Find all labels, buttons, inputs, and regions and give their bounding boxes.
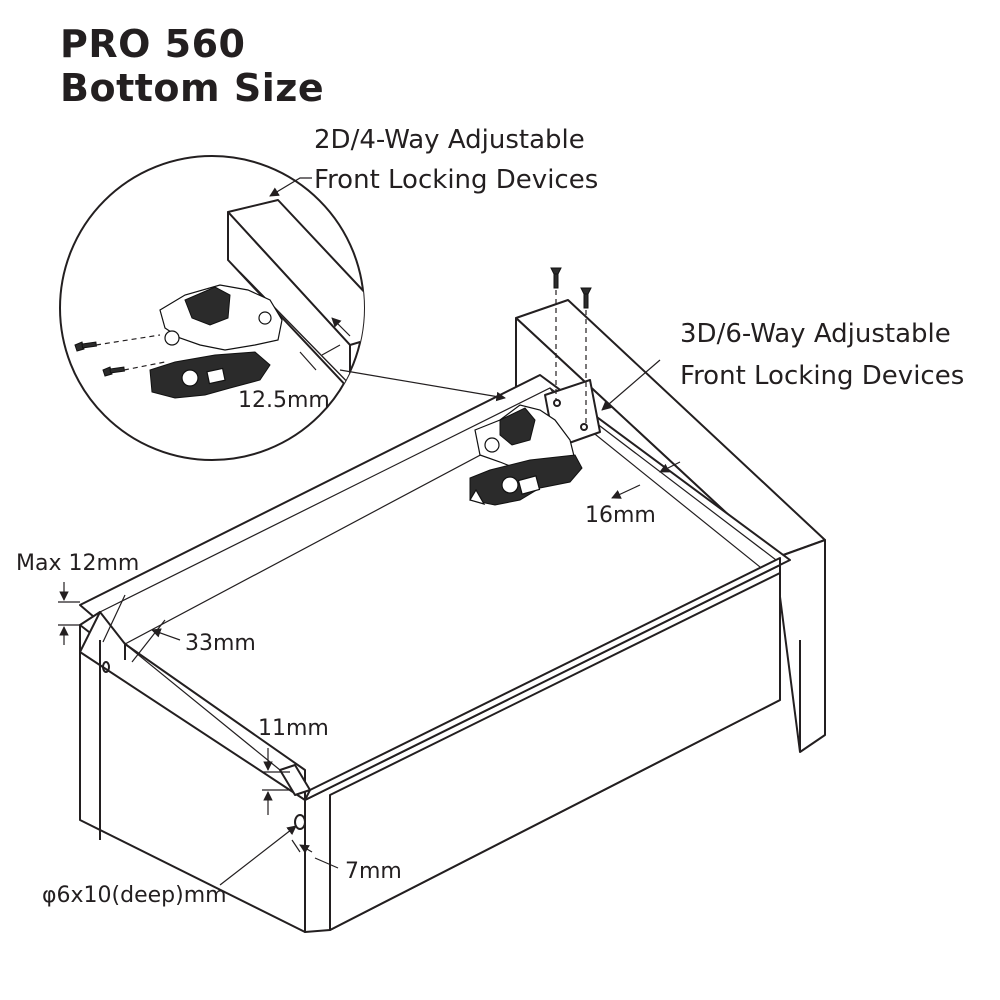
dim-12-5mm-mark	[299, 317, 351, 371]
inset-screw-2-icon	[102, 366, 125, 377]
dim-inset-setback: 12.5mm	[238, 388, 330, 413]
inset-callout-line-1: 2D/4-Way Adjustable	[314, 125, 585, 155]
front-panel	[279, 557, 781, 933]
screw-1-icon	[550, 267, 562, 289]
inset-screw-1-icon	[74, 341, 97, 352]
inset-callout-line-2: Front Locking Devices	[314, 165, 598, 195]
dim-main-setback: 16mm	[585, 503, 656, 528]
dim-16mm-mark	[611, 461, 681, 499]
dim-max-12mm-mark	[58, 582, 80, 645]
mounting-screws	[550, 267, 592, 424]
screw-2-icon	[580, 287, 592, 309]
dim-hole-offset: 7mm	[345, 859, 402, 884]
dim-groove-height: 11mm	[258, 716, 329, 741]
main-locking-device	[469, 379, 601, 506]
main-callout-line-1: 3D/6-Way Adjustable	[680, 319, 951, 349]
hole-leader	[219, 825, 297, 886]
inset-callout-leader	[269, 177, 312, 197]
title-line-1: PRO 560	[60, 22, 246, 66]
dim-groove-depth: 33mm	[185, 631, 256, 656]
dim-hole-size: φ6x10(deep)mm	[42, 883, 227, 908]
drawer-assembly	[79, 299, 826, 933]
title-line-2: Bottom Size	[60, 66, 325, 110]
inset-connector	[339, 369, 506, 402]
dim-max-thickness: Max 12mm	[16, 551, 139, 576]
main-callout-leader	[601, 359, 661, 411]
dim-7mm-mark	[291, 839, 339, 869]
dim-11mm-mark	[262, 748, 290, 815]
detail-inset	[59, 155, 365, 461]
dim-33mm-mark	[102, 594, 181, 663]
main-callout-line-2: Front Locking Devices	[680, 361, 964, 391]
